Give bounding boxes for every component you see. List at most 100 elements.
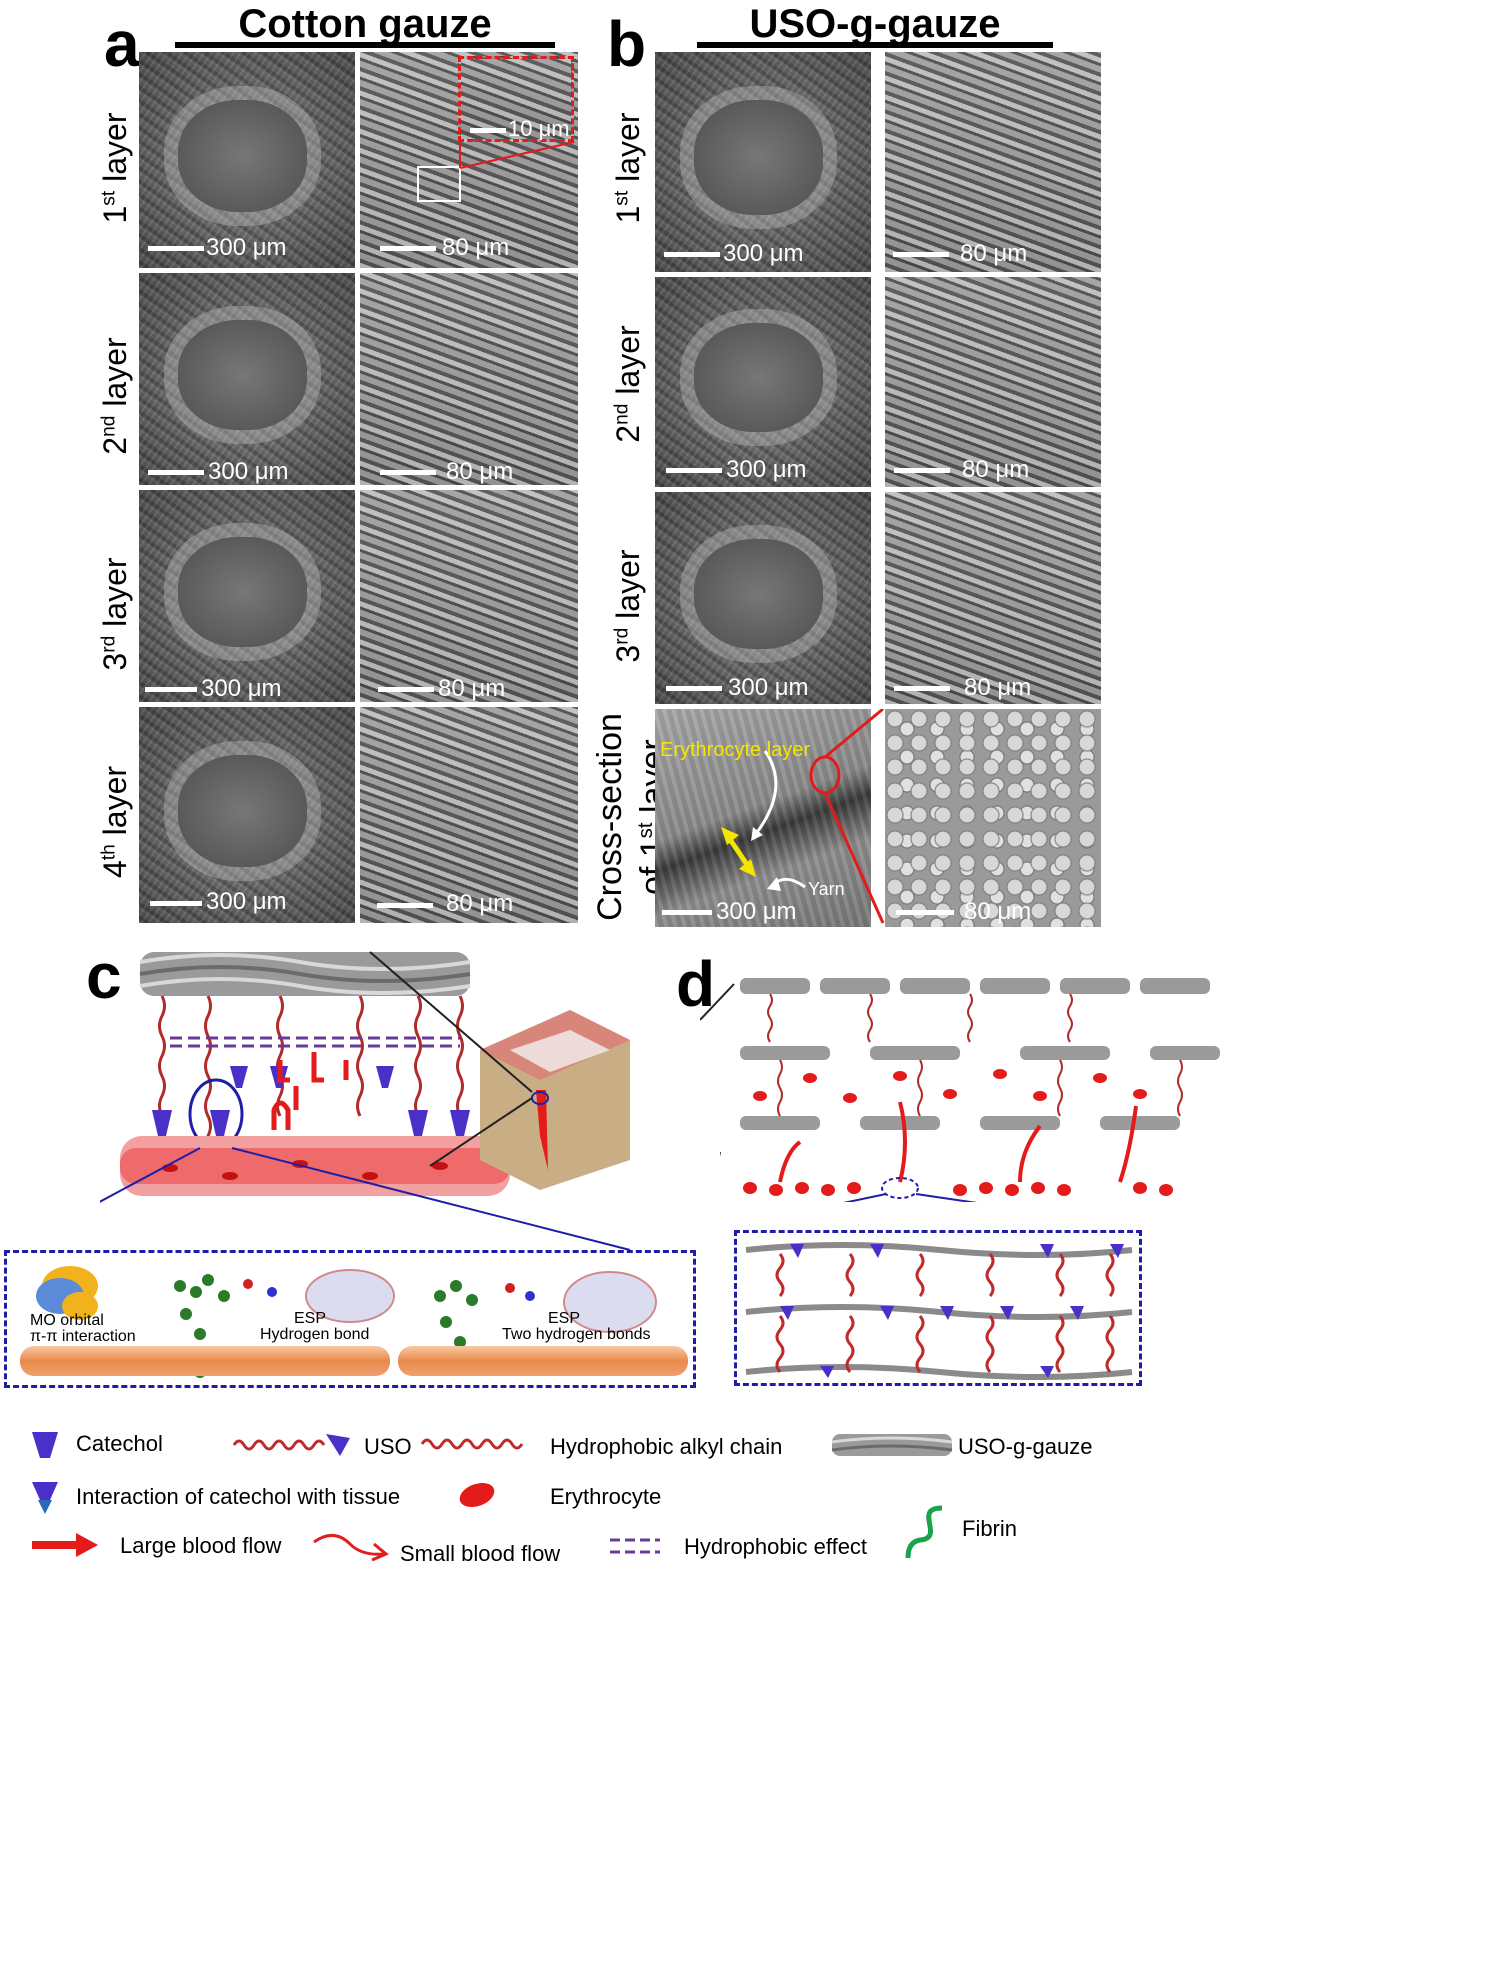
scalebar-10um bbox=[470, 128, 506, 133]
panel-c-schematic bbox=[100, 951, 631, 1251]
row-label-a-layer3: 3rd layer bbox=[97, 557, 133, 671]
sem-uso-layer3-low bbox=[655, 492, 871, 704]
row-label-b-layer3: 3rd layer bbox=[610, 549, 646, 663]
scale-label-b3-low: 300 μm bbox=[728, 674, 809, 701]
label-pi-pi: π-π interaction bbox=[30, 1328, 136, 1345]
legend-hydrophobic-effect: Hydrophobic effect bbox=[684, 1534, 868, 1559]
legend-erythrocyte-icon bbox=[459, 1482, 495, 1508]
sem-cotton-layer2-low bbox=[139, 273, 355, 485]
panel-b-letter: b bbox=[607, 8, 647, 80]
zoom-source-box bbox=[417, 166, 461, 202]
legend-fibrin-icon bbox=[905, 1505, 943, 1559]
legend-catechol-icon bbox=[32, 1432, 58, 1458]
scale-label-a3-low: 300 μm bbox=[201, 675, 282, 702]
cross-section-annotations bbox=[721, 709, 885, 924]
legend-fibrin: Fibrin bbox=[962, 1516, 1018, 1541]
scale-label-b4-low: 300 μm bbox=[716, 898, 797, 925]
legend-small-flow-icon bbox=[313, 1534, 389, 1562]
mo-orbital-molecule bbox=[36, 1266, 98, 1320]
panel-a-title-rule bbox=[175, 42, 555, 48]
sem-uso-layer1-high bbox=[885, 52, 1101, 272]
tissue-block bbox=[480, 1010, 630, 1190]
panel-c-molecules bbox=[36, 1266, 657, 1378]
sem-cotton-layer4-low bbox=[139, 707, 355, 923]
sem-uso-layer2-low bbox=[655, 277, 871, 487]
legend-interaction: Interaction of catechol with tissue bbox=[76, 1484, 401, 1509]
sem-uso-erythrocytes bbox=[885, 709, 1101, 927]
legend-uso: USO bbox=[364, 1434, 412, 1459]
label-mo-orbital: MO orbital bbox=[30, 1312, 104, 1329]
panel-d-connector bbox=[700, 983, 735, 1021]
legend-hydrophobic-icon bbox=[610, 1538, 660, 1554]
gauze-layer-c bbox=[139, 952, 471, 996]
label-yarn: Yarn bbox=[808, 879, 845, 899]
sem-cotton-layer1-low bbox=[139, 52, 355, 268]
scale-label-a2-low: 300 μm bbox=[208, 458, 289, 485]
scale-label-b2-low: 300 μm bbox=[726, 456, 807, 483]
row-label-b-layer2: 2nd layer bbox=[610, 325, 646, 443]
sem-cotton-layer3-low bbox=[139, 490, 355, 702]
scale-label-b3-high: 80 μm bbox=[964, 674, 1032, 701]
row-label-a-layer2: 2nd layer bbox=[97, 337, 133, 455]
legend-uso-gauze: USO-g-gauze bbox=[958, 1434, 1093, 1459]
panel-a-title: Cotton gauze bbox=[238, 2, 492, 46]
legend-alkyl-icon bbox=[420, 1438, 524, 1450]
scalebar-b2-high bbox=[894, 468, 950, 473]
panel-d-zoom-box bbox=[734, 1230, 1142, 1386]
scalebar-a3-high bbox=[378, 687, 434, 692]
scalebar-b3-low bbox=[666, 686, 722, 691]
scalebar-a1-low bbox=[148, 246, 204, 251]
label-esp-1: ESP bbox=[294, 1310, 327, 1327]
panel-c-interaction-box bbox=[4, 1250, 696, 1388]
sem-inset-10um bbox=[458, 56, 574, 142]
panel-b-title-rule bbox=[697, 42, 1053, 48]
panel-a-letter: a bbox=[104, 8, 140, 80]
sem-cotton-layer4-high bbox=[360, 707, 578, 923]
scalebar-b3-high bbox=[894, 686, 950, 691]
scale-label-a4-high: 80 μm bbox=[446, 890, 514, 917]
row-label-b-layer1: 1st layer bbox=[610, 112, 646, 224]
panel-b-title: USO-g-gauze bbox=[749, 2, 1001, 46]
scalebar-b2-low bbox=[666, 468, 722, 473]
sem-uso-layer3-high bbox=[885, 492, 1101, 704]
legend-interaction-icon bbox=[32, 1482, 58, 1514]
legend-uso-icon bbox=[232, 1434, 350, 1456]
scale-label-b2-high: 80 μm bbox=[962, 456, 1030, 483]
panel-d-schematic bbox=[720, 978, 1220, 1202]
label-two-hydrogen-bonds: Two hydrogen bonds bbox=[502, 1326, 651, 1343]
zoom-connector-lines bbox=[459, 141, 575, 169]
legend-erythrocyte: Erythrocyte bbox=[550, 1484, 662, 1509]
sem-cotton-layer2-high bbox=[360, 273, 578, 485]
scale-label-b1-low: 300 μm bbox=[723, 240, 804, 267]
row-label-b-cross-line1: Cross-section bbox=[591, 713, 629, 921]
label-hydrogen-bond: Hydrogen bond bbox=[260, 1326, 370, 1343]
scalebar-a1-high bbox=[380, 246, 436, 251]
scale-label-b1-high: 80 μm bbox=[960, 240, 1028, 267]
scalebar-b4-high bbox=[896, 910, 954, 915]
scalebar-b1-high bbox=[893, 252, 949, 257]
legend-large-flow: Large blood flow bbox=[120, 1533, 282, 1558]
scale-label-a1-high: 80 μm bbox=[442, 234, 510, 261]
scale-label-b4-high: 80 μm bbox=[964, 898, 1032, 925]
scalebar-a2-high bbox=[380, 470, 436, 475]
scale-label-a4-low: 300 μm bbox=[206, 888, 287, 915]
scale-label-10um: 10 μm bbox=[508, 116, 570, 141]
sem-uso-layer1-low bbox=[655, 52, 871, 272]
scale-label-a2-high: 80 μm bbox=[446, 458, 514, 485]
sem-cotton-layer3-high bbox=[360, 490, 578, 702]
scale-label-a1-low: 300 μm bbox=[206, 234, 287, 261]
legend-alkyl-chain: Hydrophobic alkyl chain bbox=[550, 1434, 783, 1459]
fiber-bar-right bbox=[398, 1346, 688, 1376]
panel-d-zoom-chains bbox=[745, 1242, 1133, 1380]
panel-c-letter: c bbox=[86, 940, 122, 1012]
legend-catechol: Catechol bbox=[76, 1431, 163, 1456]
scale-label-a3-high: 80 μm bbox=[438, 675, 506, 702]
label-esp-2: ESP bbox=[548, 1310, 581, 1327]
fiber-bar-left bbox=[20, 1346, 390, 1376]
scalebar-b4-low bbox=[662, 910, 712, 915]
sem-uso-layer2-high bbox=[885, 277, 1101, 487]
blood-vessel bbox=[120, 1136, 510, 1196]
legend-large-flow-icon bbox=[32, 1533, 98, 1557]
scalebar-a2-low bbox=[148, 470, 204, 475]
scalebar-a4-high bbox=[377, 903, 433, 908]
